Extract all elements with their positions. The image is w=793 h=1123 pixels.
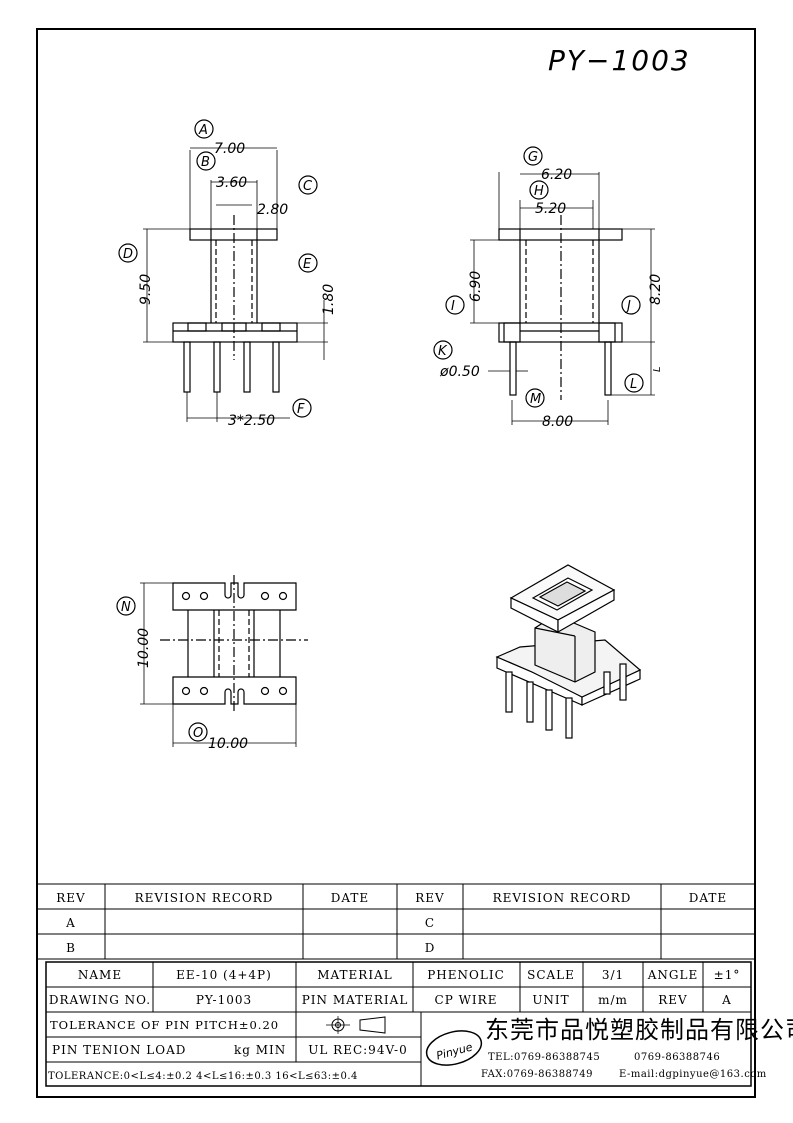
rev-header-1: REV bbox=[56, 891, 85, 905]
label-g: G bbox=[528, 150, 538, 165]
dim-b: 3.60 bbox=[216, 175, 247, 191]
company-tel: TEL:0769-86388745 bbox=[488, 1052, 600, 1063]
part-number: PY−1003 bbox=[548, 44, 691, 77]
unit-value: m/m bbox=[598, 993, 628, 1007]
label-h: H bbox=[534, 184, 544, 199]
label-b: B bbox=[201, 155, 210, 170]
rev-row-c: C bbox=[425, 916, 435, 930]
dim-f: 3*2.50 bbox=[228, 413, 275, 429]
dim-n: 10.00 bbox=[136, 628, 152, 668]
label-l: L bbox=[630, 377, 637, 392]
dim-i: 6.90 bbox=[468, 271, 484, 302]
front-view-labels: G H I J K L M 6.20 5.20 6.90 8.20 ø0.50 … bbox=[438, 150, 664, 430]
dim-k: ø0.50 bbox=[439, 364, 480, 380]
dim-a: 7.00 bbox=[214, 141, 245, 157]
label-c: C bbox=[303, 179, 313, 194]
drawing-no-label: DRAWING NO. bbox=[49, 993, 151, 1007]
angle-value: ±1° bbox=[714, 968, 741, 982]
date-header-2: DATE bbox=[689, 891, 727, 905]
dim-h: 5.20 bbox=[535, 201, 566, 217]
tolerance-ranges: TOLERANCE:0<L≤4:±0.2 4<L≤16:±0.3 16<L≤63… bbox=[48, 1071, 358, 1082]
side-view bbox=[118, 119, 328, 422]
bottom-view-labels: N O 10.00 10.00 bbox=[121, 600, 248, 752]
revision-table-text: REV REVISION RECORD DATE REV REVISION RE… bbox=[56, 891, 727, 955]
front-view bbox=[433, 146, 655, 425]
revision-table bbox=[37, 883, 755, 960]
tolerance-pitch: TOLERANCE OF PIN PITCH±0.20 bbox=[50, 1018, 279, 1032]
rev-row-b: B bbox=[66, 941, 76, 955]
unit-label: UNIT bbox=[532, 993, 569, 1007]
title-block bbox=[45, 961, 752, 1087]
pin-material-label: PIN MATERIAL bbox=[302, 993, 409, 1007]
label-f: F bbox=[297, 402, 305, 417]
isometric-view bbox=[495, 564, 642, 739]
company-tel-2: 0769-86388746 bbox=[634, 1052, 720, 1063]
dim-g: 6.20 bbox=[541, 167, 572, 183]
rev-label: REV bbox=[658, 993, 687, 1007]
drawing-no-value: PY-1003 bbox=[196, 993, 252, 1007]
revision-record-header-2: REVISION RECORD bbox=[493, 891, 632, 905]
label-k: K bbox=[438, 344, 448, 359]
label-n: N bbox=[121, 600, 131, 615]
label-o: O bbox=[193, 726, 203, 741]
pin-material-value: CP WIRE bbox=[435, 993, 498, 1007]
pin-tension-value: kg MIN bbox=[234, 1043, 286, 1057]
dim-l: L bbox=[652, 366, 663, 372]
date-header-1: DATE bbox=[331, 891, 369, 905]
name-label: NAME bbox=[78, 968, 122, 982]
dim-c: 2.80 bbox=[257, 202, 288, 218]
label-j: J bbox=[624, 299, 631, 314]
label-e: E bbox=[303, 257, 312, 272]
side-view-labels: A B C D E F 7.00 3.60 2.80 9.50 1.80 3*2… bbox=[123, 123, 337, 429]
rev-row-a: A bbox=[65, 916, 76, 930]
name-value: EE-10 (4+4P) bbox=[176, 968, 272, 982]
revision-record-header-1: REVISION RECORD bbox=[135, 891, 274, 905]
angle-label: ANGLE bbox=[647, 968, 698, 982]
rev-value: A bbox=[721, 993, 732, 1007]
rev-row-d: D bbox=[425, 941, 436, 955]
title-block-text: NAME EE-10 (4+4P) MATERIAL PHENOLIC SCAL… bbox=[48, 968, 793, 1082]
bottom-view bbox=[116, 575, 308, 747]
scale-label: SCALE bbox=[527, 968, 575, 982]
label-a: A bbox=[198, 123, 208, 138]
pin-tension-label: PIN TENION LOAD bbox=[52, 1043, 186, 1057]
material-label: MATERIAL bbox=[317, 968, 392, 982]
page-border bbox=[36, 28, 756, 1098]
dim-j: 8.20 bbox=[648, 274, 664, 305]
dim-e: 1.80 bbox=[321, 284, 337, 315]
ul-rec: UL REC:94V-0 bbox=[308, 1043, 407, 1057]
label-m: M bbox=[530, 392, 541, 407]
label-i: I bbox=[451, 299, 455, 314]
company-fax: FAX:0769-86388749 bbox=[481, 1069, 593, 1080]
company-name: 东莞市品悦塑胶制品有限公司 bbox=[485, 1016, 793, 1044]
dim-d: 9.50 bbox=[138, 274, 154, 305]
rev-header-2: REV bbox=[415, 891, 444, 905]
material-value: PHENOLIC bbox=[427, 968, 505, 982]
label-d: D bbox=[123, 247, 133, 262]
dim-m: 8.00 bbox=[542, 414, 573, 430]
dim-o: 10.00 bbox=[208, 736, 248, 752]
scale-value: 3/1 bbox=[602, 968, 624, 982]
company-email: E-mail:dgpinyue@163.com bbox=[619, 1069, 767, 1080]
